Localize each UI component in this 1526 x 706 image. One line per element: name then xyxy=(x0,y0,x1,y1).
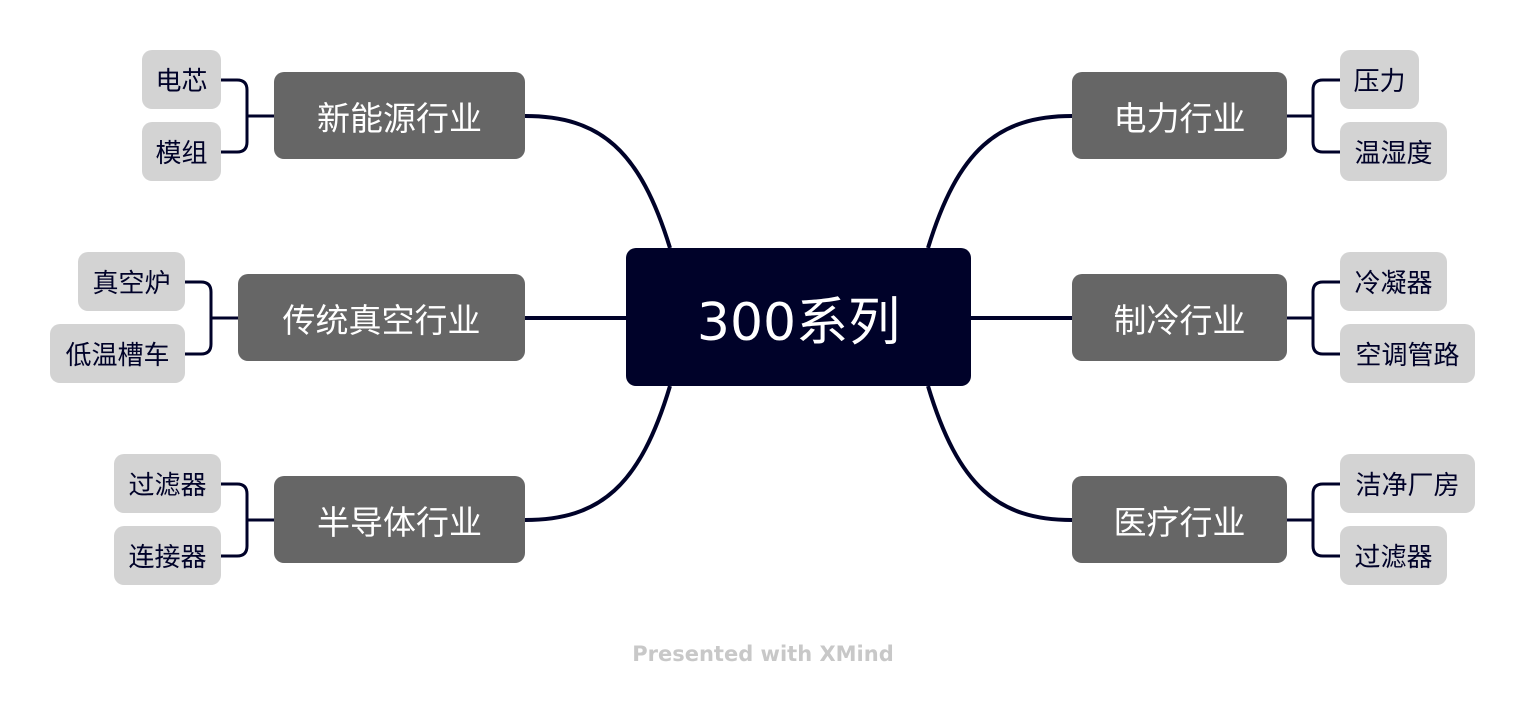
leaf-medical-filter[interactable]: 过滤器 xyxy=(1340,526,1447,585)
leaf-temp-humidity[interactable]: 温湿度 xyxy=(1340,122,1447,181)
bracket-refrigeration xyxy=(1287,280,1340,356)
footer-watermark: Presented with XMind xyxy=(632,642,894,666)
bracket-power xyxy=(1287,78,1340,154)
leaf-connector[interactable]: 连接器 xyxy=(114,526,221,585)
leaf-module[interactable]: 模组 xyxy=(142,122,221,181)
leaf-cleanroom[interactable]: 洁净厂房 xyxy=(1340,454,1475,513)
leaf-cell[interactable]: 电芯 xyxy=(142,50,221,109)
leaf-vacuum-furnace[interactable]: 真空炉 xyxy=(78,252,185,311)
leaf-condenser[interactable]: 冷凝器 xyxy=(1340,252,1447,311)
branch-vacuum[interactable]: 传统真空行业 xyxy=(238,274,525,361)
branch-power[interactable]: 电力行业 xyxy=(1072,72,1287,159)
branch-semiconductor[interactable]: 半导体行业 xyxy=(274,476,525,563)
branch-new-energy[interactable]: 新能源行业 xyxy=(274,72,525,159)
bracket-vacuum xyxy=(185,280,238,356)
bracket-medical xyxy=(1287,482,1340,558)
connector-new-energy xyxy=(524,114,672,249)
bracket-semiconductor xyxy=(221,482,274,558)
connector-semiconductor xyxy=(524,385,672,522)
branch-medical[interactable]: 医疗行业 xyxy=(1072,476,1287,563)
leaf-cryogenic-tanker[interactable]: 低温槽车 xyxy=(50,324,185,383)
leaf-filter[interactable]: 过滤器 xyxy=(114,454,221,513)
connector-medical xyxy=(926,385,1073,522)
leaf-pressure[interactable]: 压力 xyxy=(1340,50,1419,109)
central-topic[interactable]: 300系列 xyxy=(626,248,971,386)
bracket-new-energy xyxy=(221,78,274,154)
branch-refrigeration[interactable]: 制冷行业 xyxy=(1072,274,1287,361)
leaf-ac-pipe[interactable]: 空调管路 xyxy=(1340,324,1475,383)
connector-power xyxy=(926,114,1073,249)
